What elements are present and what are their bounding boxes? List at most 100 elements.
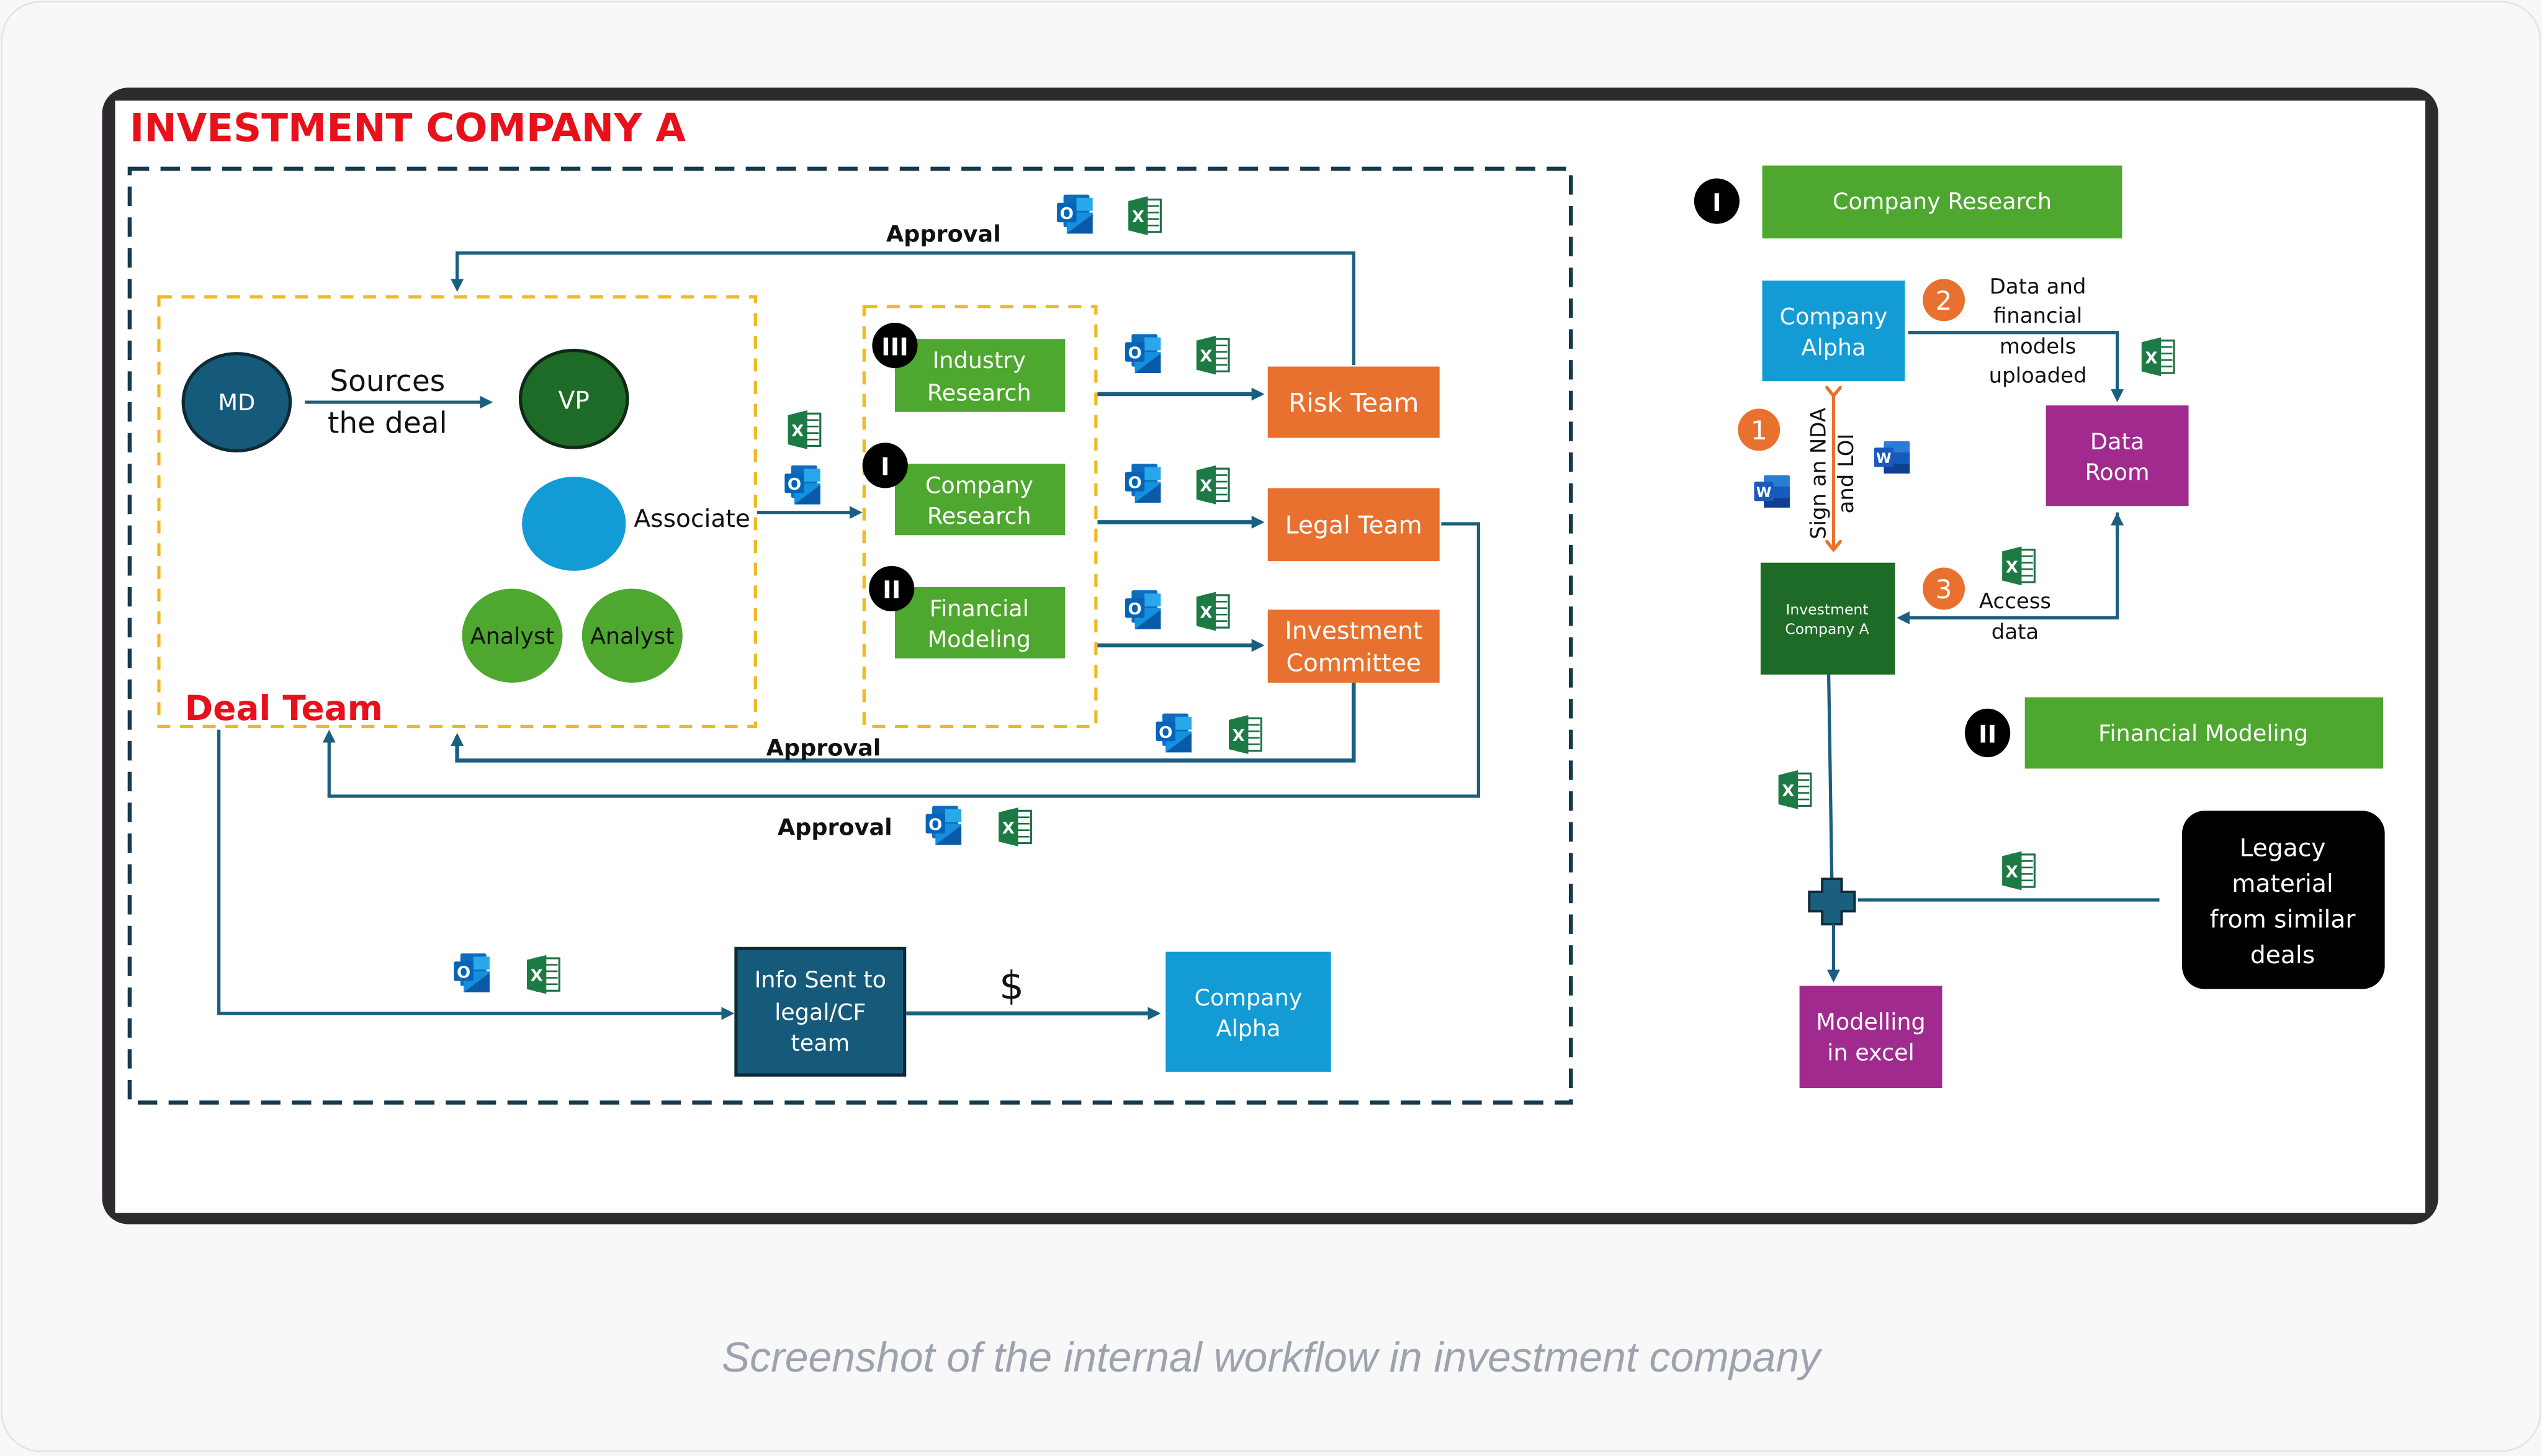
excel-icon (786, 409, 822, 451)
step-3-line1: Access (1979, 589, 2051, 614)
company-alpha-bottom-line2: Alpha (1216, 1015, 1280, 1041)
analyst-label-2: Analyst (590, 622, 675, 649)
deal-team-label: Deal Team (185, 688, 383, 728)
company-alpha-bottom-line1: Company (1194, 984, 1302, 1011)
step-1-line2: and LOI (1834, 433, 1859, 513)
legal-approval-loop (322, 522, 1480, 798)
deal-team-boundary (157, 295, 757, 729)
step-2-badge: 2 (1923, 279, 1965, 321)
excel-icon (526, 954, 560, 995)
company-alpha-box-bottom[interactable]: Company Alpha (1165, 951, 1331, 1072)
company-research-header[interactable]: Company Research (1762, 165, 2122, 239)
excel-icon (1195, 464, 1230, 506)
md-label: MD (218, 389, 256, 416)
industry-research-line2: Research (927, 379, 1031, 406)
excel-icon (1228, 714, 1262, 755)
step-1-number: 1 (1751, 415, 1767, 446)
legal-team-label: Legal Team (1285, 512, 1422, 540)
excel-icon (2001, 850, 2036, 891)
modelling-excel-box[interactable]: Modelling in excel (1799, 986, 1942, 1089)
badge-i: I (862, 443, 908, 488)
info-sent-line1: Info Sent to (755, 966, 886, 993)
excel-icon (997, 806, 1032, 848)
badge-i-label: I (881, 454, 890, 482)
badge-ii: II (869, 565, 915, 612)
research-boundary (862, 305, 1098, 729)
dollar-symbol: $ (999, 963, 1024, 1008)
company-research-box[interactable]: Company Research (894, 464, 1066, 536)
investment-company-line1: Investment (1785, 601, 1868, 618)
associate-label: Associate (634, 505, 750, 533)
right-badge-i: I (1694, 178, 1740, 224)
step-2-line2: financial (1993, 303, 2083, 328)
ic-label-line1: Investment (1285, 617, 1422, 645)
risk-team-box[interactable]: Risk Team (1267, 366, 1440, 438)
company-boundary (127, 166, 1573, 1105)
merge-plus-icon (1808, 878, 1856, 926)
legacy-material-box[interactable]: Legacy material from similar deals (2182, 811, 2385, 989)
company-research-line2: Research (927, 503, 1031, 529)
company-alpha-box[interactable]: Company Alpha (1762, 281, 1905, 382)
risk-approval-loop (451, 251, 1355, 365)
excel-icon (2140, 336, 2175, 377)
investment-company-line2: Company A (1785, 621, 1869, 638)
investment-committee-box[interactable]: Investment Committee (1267, 609, 1440, 683)
diagram-title: INVESTMENT COMPANY A (130, 105, 686, 150)
md-node[interactable]: MD (181, 352, 292, 453)
company-alpha-line1: Company (1779, 303, 1887, 330)
modelling-line2: in excel (1827, 1040, 1915, 1066)
investment-company-box[interactable]: Investment Company A (1760, 562, 1895, 675)
step-3-line2: data (1992, 619, 2039, 644)
excel-icon (1127, 195, 1162, 236)
upload-arrow (1908, 331, 2124, 403)
financial-modeling-line2: Modeling (928, 626, 1031, 652)
legal-team-box[interactable]: Legal Team (1267, 488, 1440, 562)
deal-to-info-arrow (217, 729, 735, 1020)
info-sent-box[interactable]: Info Sent to legal/CF team (734, 946, 907, 1077)
financial-modeling-line1: Financial (930, 595, 1029, 622)
access-data-arrow (1897, 512, 2119, 624)
badge-ii-label: II (883, 577, 900, 604)
right-badge-i-label: I (1712, 189, 1722, 217)
legacy-line4: deals (2250, 941, 2315, 969)
sources-label-line2: the deal (328, 407, 447, 441)
data-room-line1: Data (2090, 428, 2144, 455)
data-room-box[interactable]: Data Room (2046, 405, 2189, 506)
step-1-line1: Sign an NDA (1806, 408, 1831, 539)
info-sent-line2: legal/CF (775, 999, 866, 1025)
financial-modeling-header[interactable]: Financial Modeling (2024, 697, 2383, 769)
risk-team-label: Risk Team (1288, 388, 1419, 418)
legacy-line2: material (2232, 870, 2333, 898)
legacy-line1: Legacy (2240, 834, 2326, 862)
analyst-node-2[interactable]: Analyst (582, 588, 683, 683)
excel-icon (1195, 591, 1230, 632)
approval-label-top: Approval (886, 220, 1001, 247)
analyst-label-1: Analyst (470, 622, 555, 649)
badge-iii-label: III (881, 333, 909, 361)
info-sent-line3: team (791, 1030, 850, 1056)
right-badge-ii: II (1965, 708, 2011, 758)
modelling-line1: Modelling (1816, 1009, 1925, 1035)
data-room-line2: Room (2085, 459, 2150, 485)
ic-approval-loop (451, 682, 1356, 763)
company-research-header-label: Company Research (1833, 188, 2052, 215)
analyst-node-1[interactable]: Analyst (462, 588, 563, 683)
company-alpha-line2: Alpha (1801, 334, 1866, 361)
excel-icon (1777, 769, 1812, 811)
associate-node[interactable] (522, 477, 626, 571)
badge-iii: III (872, 323, 918, 369)
industry-research-box[interactable]: Industry Research (894, 339, 1066, 412)
step-2-line3: models (2000, 335, 2076, 359)
company-research-line1: Company (925, 472, 1033, 498)
right-badge-ii-label: II (1978, 721, 1996, 749)
step-2-line1: Data and (1990, 274, 2086, 299)
financial-modeling-box[interactable]: Financial Modeling (894, 586, 1066, 658)
step-2-line4: uploaded (1989, 364, 2087, 389)
step-3-badge: 3 (1923, 567, 1965, 610)
inv-to-merge-line (1827, 674, 1834, 884)
approval-label-middle: Approval (766, 735, 881, 762)
vp-node[interactable]: VP (518, 348, 629, 449)
financial-modeling-header-label: Financial Modeling (2098, 720, 2308, 747)
step-2-number: 2 (1936, 285, 1952, 316)
